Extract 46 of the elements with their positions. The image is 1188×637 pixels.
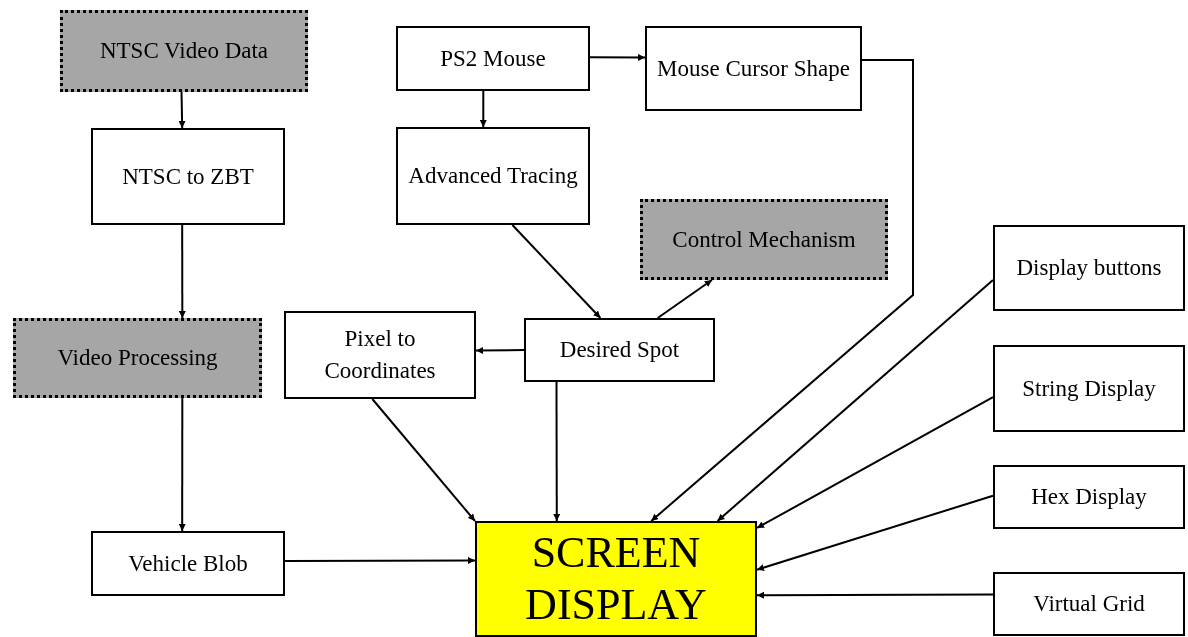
process-box [993, 465, 1185, 529]
arrow [178, 91, 186, 129]
node-label: Advanced Tracing [408, 162, 578, 190]
arrow [511, 224, 602, 319]
process-box [645, 26, 862, 111]
process-box [396, 26, 590, 91]
node-label: Pixel to Coordinates [323, 325, 437, 385]
process-box [524, 318, 715, 382]
arrow [178, 397, 186, 532]
node-label: NTSC to ZBT [122, 162, 254, 191]
node-label: Vehicle Blob [128, 549, 248, 578]
process-box [993, 225, 1185, 311]
arrow [656, 279, 713, 319]
node-label: SCREEN DISPLAY [524, 527, 708, 631]
node-label: Virtual Grid [1033, 590, 1145, 618]
node-label: Mouse Cursor Shape [657, 54, 850, 83]
arrow [756, 396, 994, 529]
arrow [716, 279, 994, 522]
process-box [993, 572, 1185, 636]
process-box [91, 531, 285, 596]
node-label: PS2 Mouse [440, 44, 546, 73]
process-box [284, 311, 476, 399]
arrow [371, 398, 476, 522]
process-box [640, 199, 888, 280]
process-box [91, 128, 285, 225]
output-box [475, 521, 757, 637]
process-box [60, 10, 308, 92]
node-label: Control Mechanism [672, 225, 856, 254]
process-box [396, 127, 590, 225]
node-label: Hex Display [1031, 483, 1147, 511]
node-label: Video Processing [57, 344, 218, 372]
node-label: Desired Spot [559, 336, 680, 364]
arrow [553, 381, 561, 522]
arrow [756, 494, 994, 571]
arrow [178, 224, 186, 319]
arrow [650, 59, 914, 522]
node-label: String Display [1022, 374, 1156, 403]
arrow [589, 53, 646, 61]
arrow [284, 556, 476, 564]
arrow [756, 591, 994, 599]
node-label: Display buttons [1016, 254, 1162, 282]
process-box [13, 318, 262, 398]
arrow [479, 90, 487, 128]
node-label: NTSC Video Data [99, 37, 269, 65]
arrow [475, 347, 525, 354]
process-box [993, 345, 1185, 432]
